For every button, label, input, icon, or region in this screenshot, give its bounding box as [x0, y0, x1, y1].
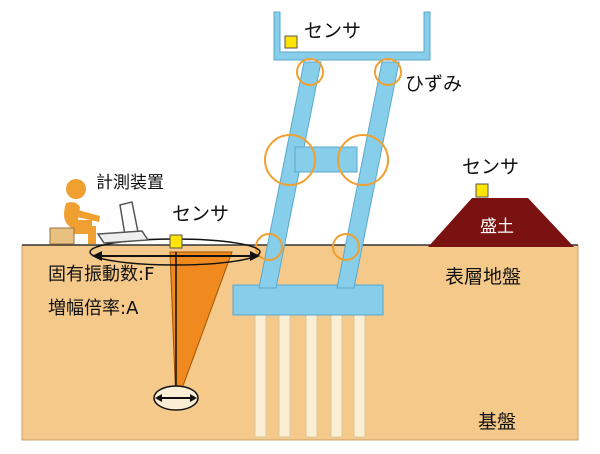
measuring-device-laptop-icon	[96, 201, 150, 244]
bridge-deck	[273, 11, 431, 61]
column-right	[336, 61, 400, 289]
bedrock-label: 基盤	[478, 411, 517, 433]
sensor-bridge-label: センサ	[304, 20, 362, 42]
strain-label: ひずみ	[405, 73, 463, 95]
seat-box	[49, 227, 75, 245]
strain-highlight-circles	[255, 58, 402, 261]
pile-cap-footing	[232, 284, 384, 316]
frame-beam	[294, 146, 358, 173]
base-vibration-arrow	[155, 394, 197, 402]
surface-layer-label: 表層地盤	[445, 266, 522, 288]
surface-layer-ground	[21, 244, 579, 441]
sensor-embankment-label: センサ	[462, 156, 520, 178]
sensor-ground-icon	[169, 234, 183, 249]
sensor-bridge-icon	[284, 35, 298, 49]
column-left	[258, 61, 322, 289]
sensor-ground-label: センサ	[172, 203, 230, 225]
embankment-label: 盛土	[480, 217, 514, 237]
measuring-device-label: 計測装置	[96, 173, 164, 193]
sensor-embankment-icon	[475, 183, 489, 198]
person-icon	[64, 179, 100, 244]
embankment	[428, 198, 574, 247]
amplification-label: 増幅倍率:A	[48, 298, 139, 319]
surface-vibration-arrow	[92, 251, 260, 261]
natural-frequency-label: 固有振動数:F	[48, 264, 155, 285]
amplification-wedge	[169, 251, 233, 406]
